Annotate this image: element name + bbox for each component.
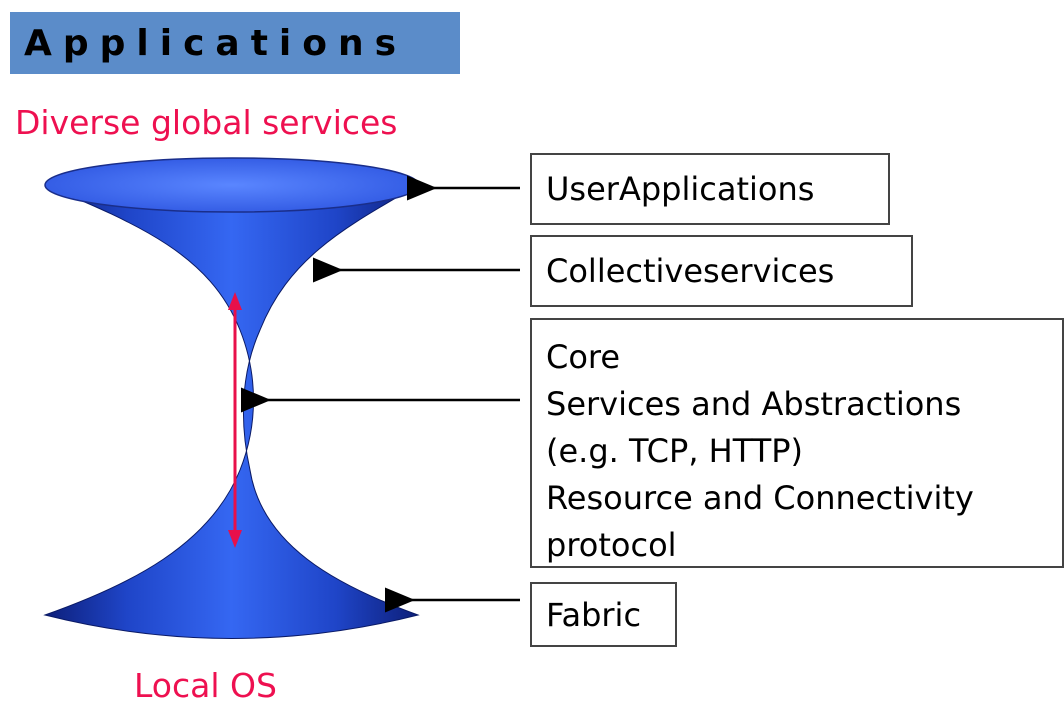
layer-box-core: Core Services and Abstractions (e.g. TCP… <box>530 318 1064 568</box>
layer-box-fabric: Fabric <box>530 582 677 647</box>
title-bar: Applications <box>10 12 460 74</box>
scale-double-arrow <box>228 292 242 548</box>
layer-label: Fabric <box>546 595 642 634</box>
hourglass-shape <box>43 184 420 639</box>
bottom-label: Local OS <box>134 666 277 705</box>
top-label: Diverse global services <box>15 103 398 142</box>
layer-box-user-applications: UserApplications <box>530 153 890 225</box>
layer-label: UserApplications <box>546 170 815 208</box>
layer-box-collective-services: Collectiveservices <box>530 235 913 307</box>
page-title: Applications <box>24 22 408 64</box>
layer-label: Collectiveservices <box>546 252 835 290</box>
layer-label: protocol <box>546 526 677 564</box>
layer-label: Services and Abstractions <box>546 385 962 423</box>
layer-label: Core <box>546 338 621 376</box>
hourglass-top-ellipse <box>44 157 420 213</box>
layer-label: Resource and Connectivity <box>546 479 974 517</box>
layer-label: (e.g. TCP, HTTP) <box>546 432 804 470</box>
